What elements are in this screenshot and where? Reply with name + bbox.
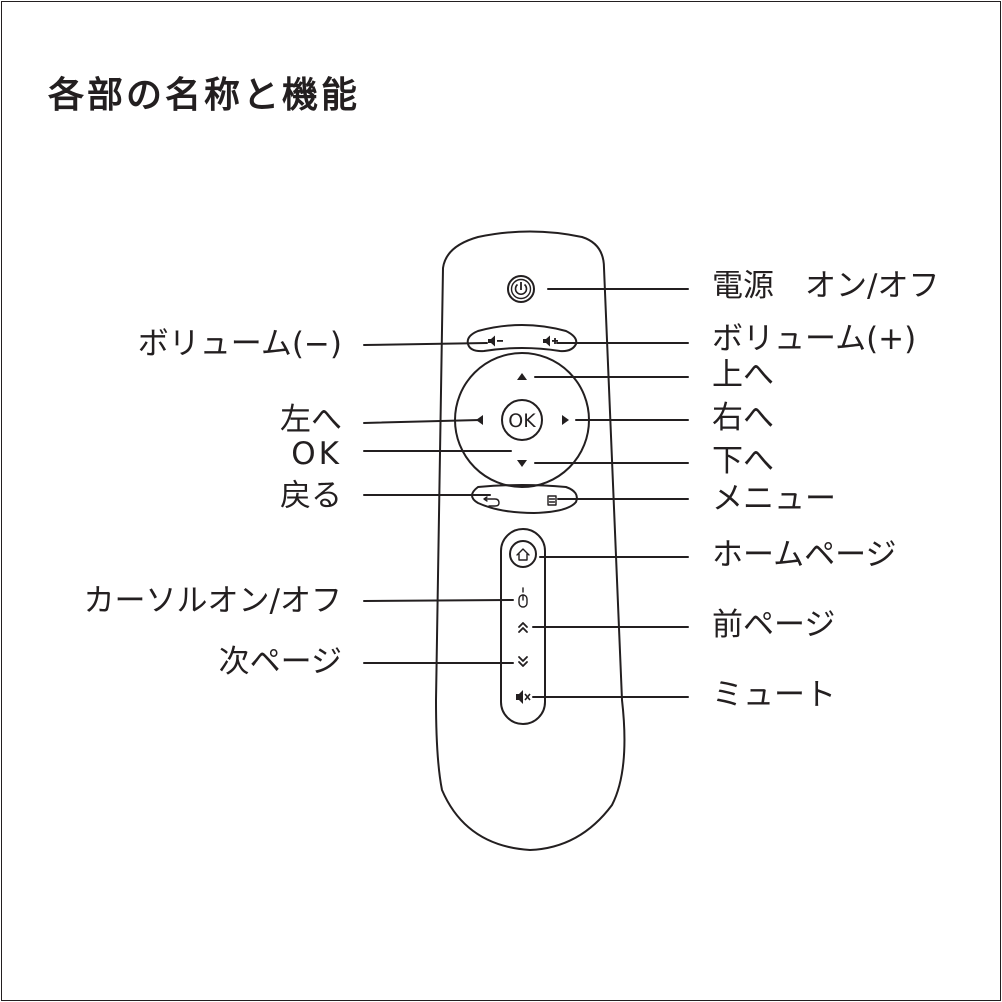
label-right: 右へ <box>712 400 774 436</box>
arrow-up-icon <box>517 373 527 380</box>
volume-rocker <box>466 324 578 353</box>
arrow-left-icon <box>476 415 483 425</box>
volume-up-icon <box>543 335 550 347</box>
label-back: 戻る <box>280 478 342 514</box>
label-volume-down: ボリューム(−) <box>137 326 342 362</box>
volume-down-icon <box>488 335 495 347</box>
back-menu-rocker <box>471 484 578 514</box>
label-ok: OK <box>291 436 342 472</box>
label-down: 下へ <box>712 443 774 479</box>
label-power: 電源 オン/オフ <box>712 268 940 304</box>
label-prev-page: 前ページ <box>712 607 836 643</box>
label-next-page: 次ページ <box>218 644 342 680</box>
home-button <box>509 540 537 568</box>
label-volume-up: ボリューム(+) <box>712 321 917 357</box>
back-icon <box>483 496 500 507</box>
arrow-right-icon <box>562 415 569 425</box>
ok-button-text: OK <box>508 410 536 432</box>
prev-page-icon <box>518 622 528 633</box>
menu-icon <box>547 495 557 506</box>
label-up: 上へ <box>712 357 774 393</box>
remote-body <box>435 230 626 851</box>
home-icon <box>516 548 530 561</box>
label-home-page: ホームページ <box>712 537 897 573</box>
mute-icon <box>516 690 523 704</box>
label-left: 左へ <box>280 402 342 438</box>
label-mute: ミュート <box>712 677 836 713</box>
leader-cursor <box>363 599 514 602</box>
power-button <box>507 275 535 303</box>
leader-left <box>363 419 481 424</box>
label-menu: メニュー <box>712 481 836 517</box>
ok-button <box>501 399 543 441</box>
power-button-inner <box>510 278 532 300</box>
figure-title: 各部の名称と機能 <box>48 75 361 116</box>
next-page-icon <box>518 656 528 667</box>
arrow-down-icon <box>517 460 527 467</box>
label-cursor: カーソルオン/オフ <box>83 583 342 619</box>
leader-volume-down <box>363 342 488 346</box>
